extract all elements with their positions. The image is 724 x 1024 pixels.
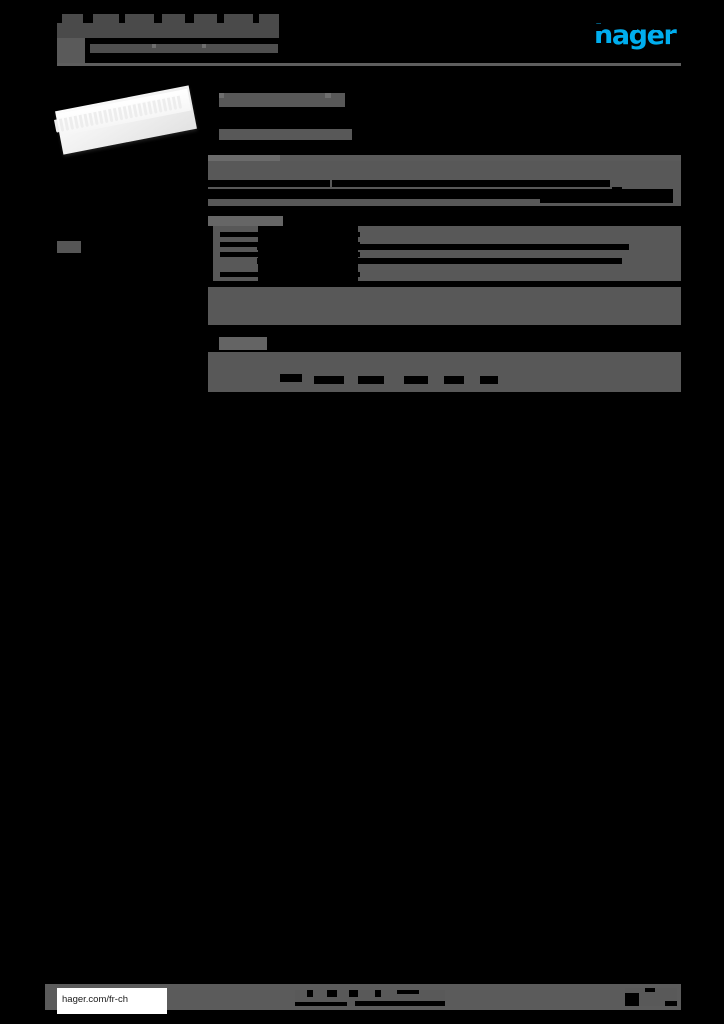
page-title — [57, 14, 279, 38]
hager-logo: hager — [594, 22, 682, 49]
left-column-label — [57, 241, 81, 253]
page-subtitle — [90, 44, 278, 53]
table-block-3 — [208, 287, 681, 325]
section-3-heading — [219, 337, 267, 350]
table-block-1 — [208, 155, 681, 161]
table-block-1-body — [208, 161, 681, 206]
product-reference-badge — [57, 38, 85, 64]
table-1-label — [208, 155, 280, 161]
footer-url[interactable]: hager.com/fr-ch — [62, 994, 128, 1005]
product-image — [48, 82, 208, 174]
section-1-subheading — [219, 129, 352, 140]
section-1-heading-nick-b — [325, 93, 331, 98]
header-divider — [57, 63, 681, 66]
section-2-heading — [208, 216, 283, 226]
table-block-2 — [208, 226, 681, 295]
footer-url-box[interactable]: hager.com/fr-ch — [57, 988, 167, 1014]
section-1-heading — [219, 93, 345, 107]
footer-center-text — [295, 990, 445, 1006]
footer-page-number — [625, 988, 677, 1006]
table-block-4 — [208, 352, 681, 392]
section-1-heading-nick-a — [219, 93, 224, 98]
